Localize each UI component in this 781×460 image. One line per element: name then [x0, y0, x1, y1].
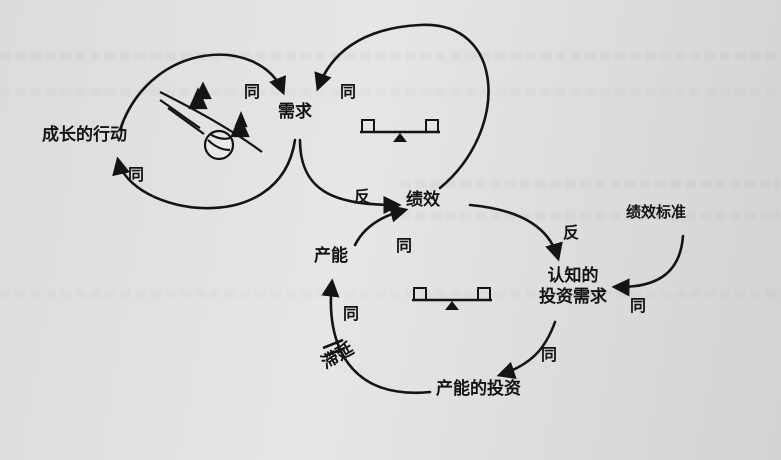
bleed-through-text	[0, 52, 781, 60]
arrow-action-to-demand	[118, 53, 286, 132]
node-perceived-investment-need: 认知的 投资需求	[518, 266, 628, 309]
node-perceived-need-line1: 认知的	[547, 266, 599, 286]
node-perceived-need-line2: 投资需求	[539, 287, 607, 308]
arrow-standard-to-perceived-need	[611, 234, 685, 297]
arrow-demand-to-action	[112, 138, 297, 210]
bleed-through-text	[400, 212, 780, 220]
link-label-delay-to-capacity: 同	[343, 304, 360, 323]
node-performance: 绩效	[406, 190, 440, 210]
node-capacity: 产能	[314, 246, 348, 266]
link-label-demand-to-performance: 反	[354, 187, 371, 206]
link-label-performance-to-perceived-need: 反	[563, 223, 580, 242]
link-label-perceived-need-to-investment: 同	[541, 345, 558, 364]
arrow-performance-to-demand	[314, 23, 490, 190]
arrow-investment-to-capacity	[321, 278, 432, 395]
node-performance-standard: 绩效标准	[626, 203, 687, 221]
snowball-hill-icon	[159, 81, 263, 161]
link-label-demand-to-action: 同	[128, 165, 145, 184]
link-label-performance-to-demand: 同	[340, 82, 357, 101]
arrow-performance-to-perceived-need	[468, 203, 563, 262]
bleed-through-text	[0, 290, 781, 298]
node-capacity-investment: 产能的投资	[436, 379, 521, 399]
seesaw-icon	[412, 287, 492, 310]
node-demand: 需求	[278, 102, 312, 122]
bleed-through-text	[0, 88, 781, 96]
node-growth-action: 成长的行动	[42, 125, 127, 145]
link-label-capacity-to-performance: 同	[396, 236, 413, 255]
arrow-capacity-to-performance	[353, 204, 409, 247]
arrow-perceived-need-to-investment	[496, 320, 557, 380]
link-label-standard-to-perceived-need: 同	[630, 296, 647, 315]
seesaw-icon	[360, 119, 440, 142]
link-label-action-to-demand: 同	[244, 82, 261, 101]
arrow-demand-to-performance	[298, 138, 402, 215]
bleed-through-text	[400, 180, 780, 188]
delay-mark	[322, 338, 346, 358]
